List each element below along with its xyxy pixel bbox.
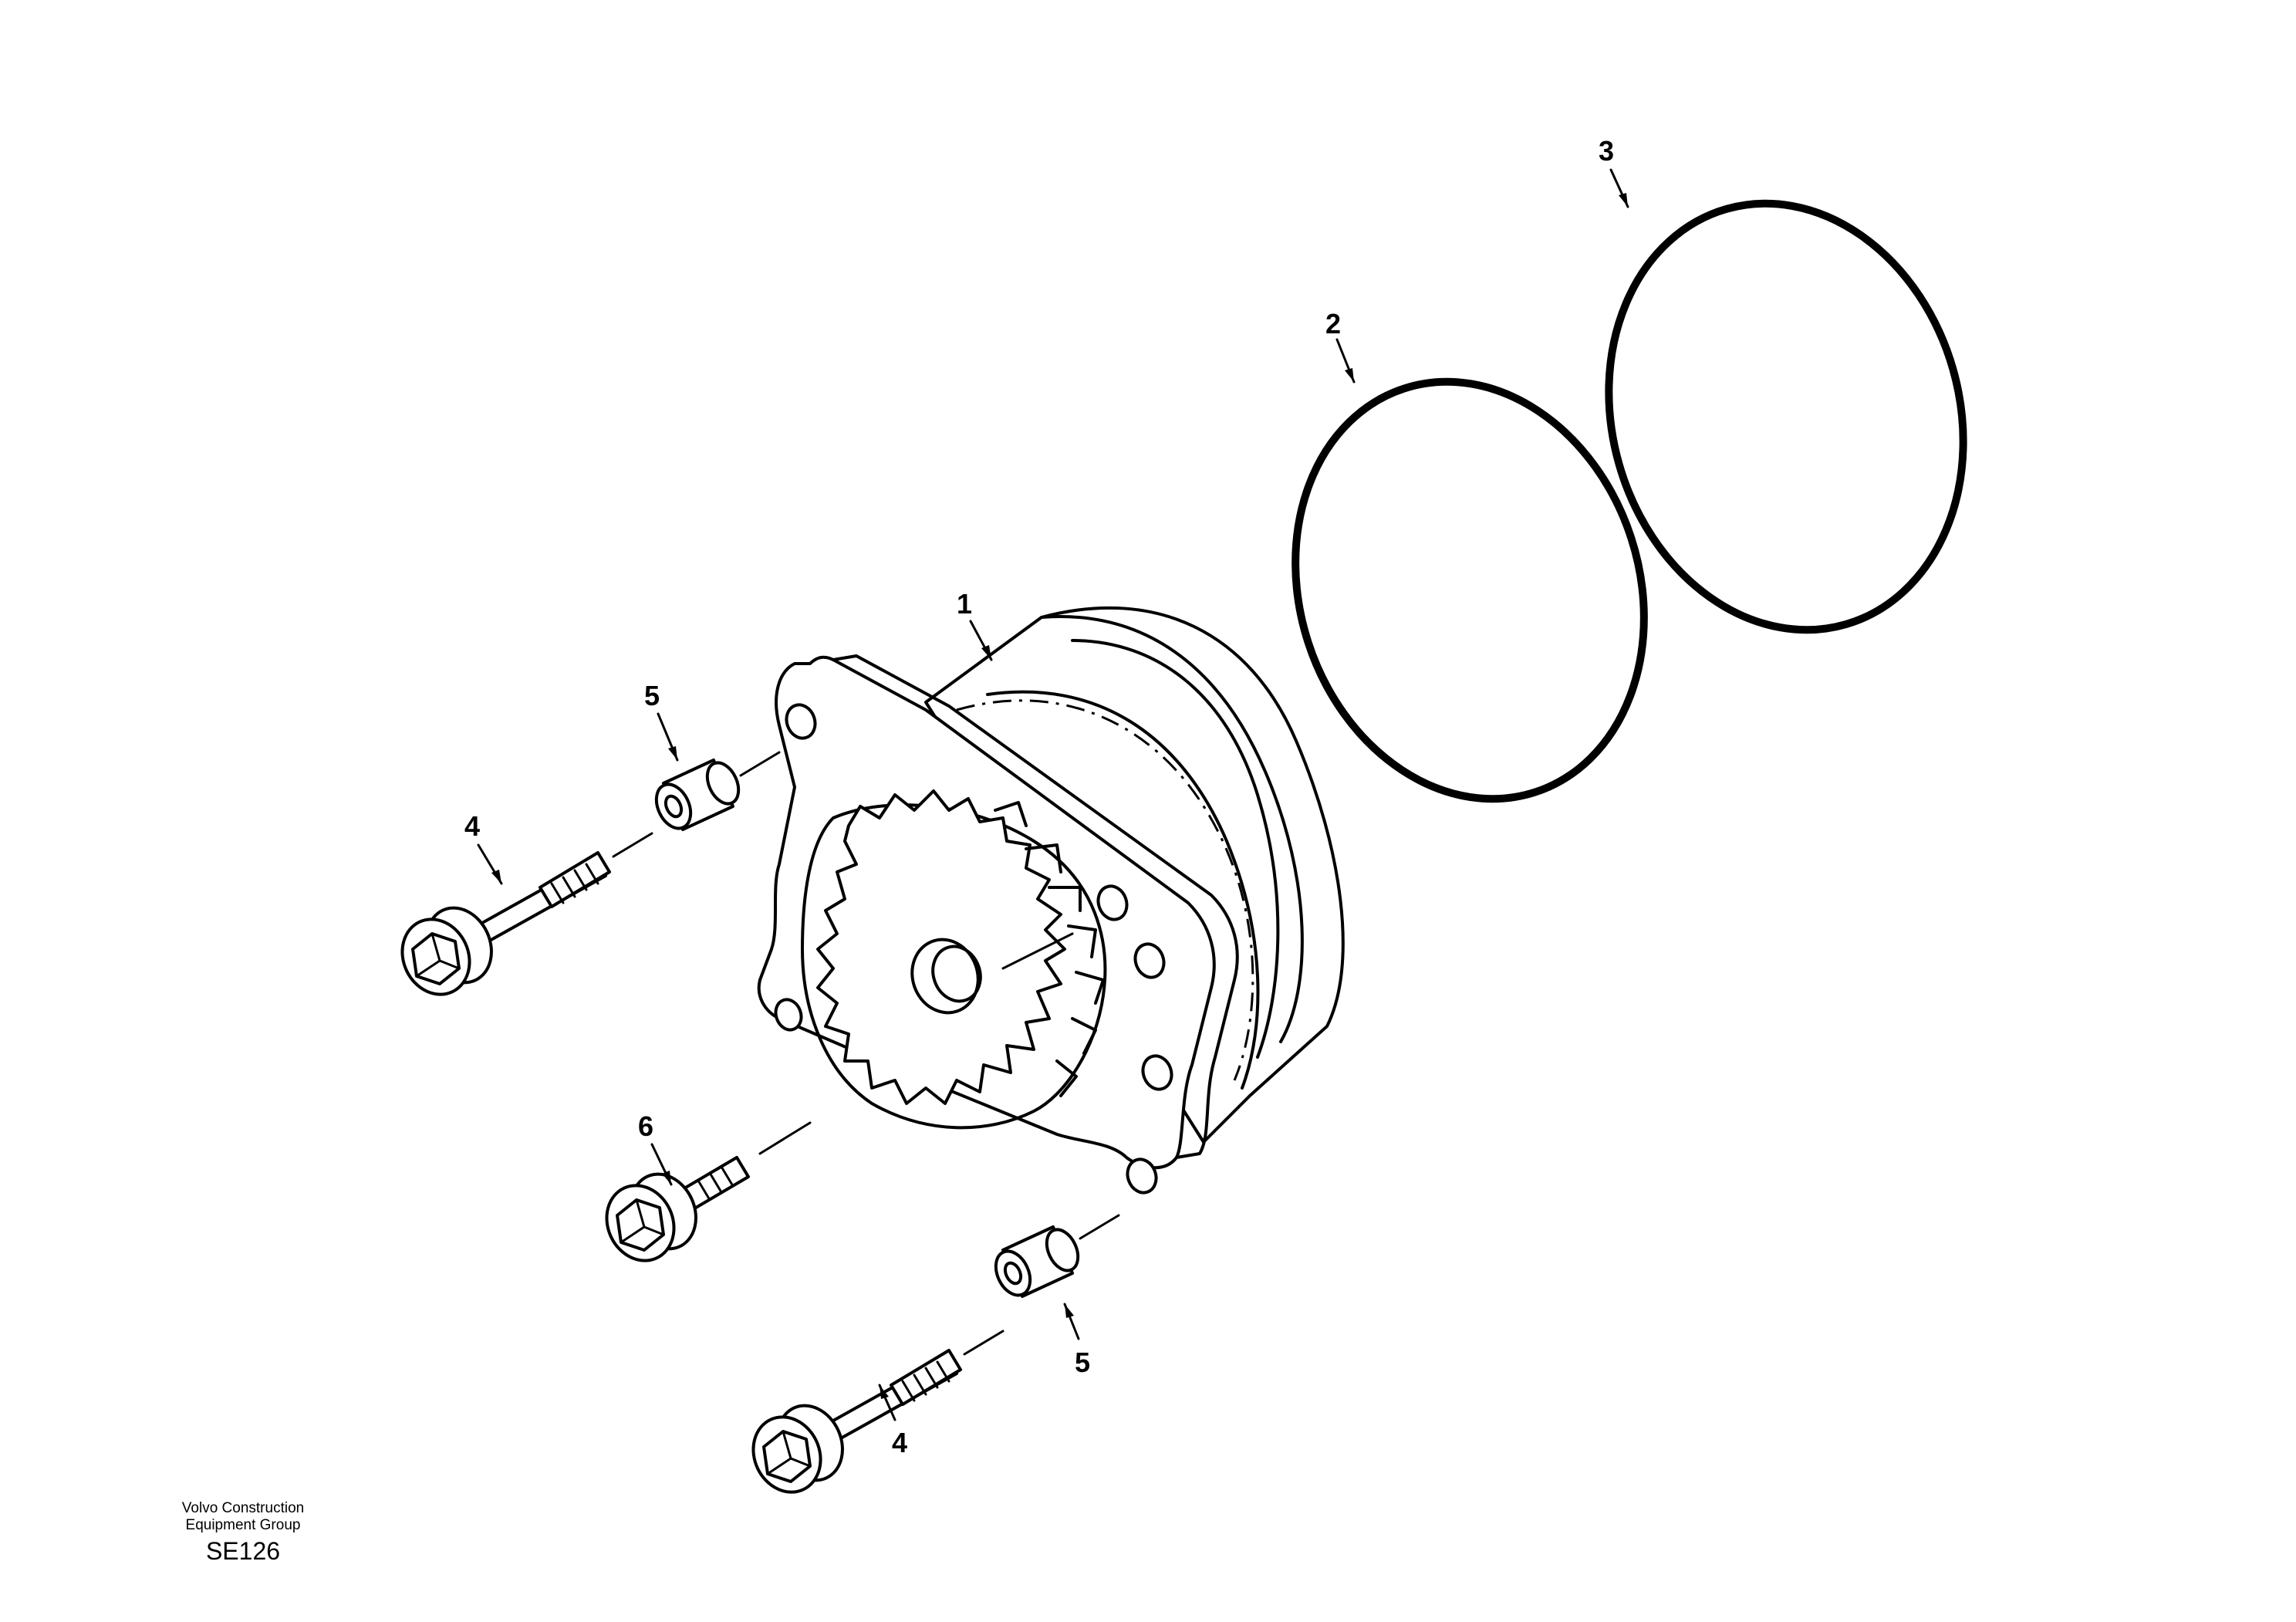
callout-4-lower: 4: [892, 1427, 907, 1458]
centerline: [1079, 1214, 1120, 1240]
centerline: [739, 751, 781, 777]
flange-bolt-short: [605, 1156, 750, 1262]
flange-bolt-lower: [751, 1349, 962, 1494]
centerline: [758, 1121, 812, 1155]
centerline: [963, 1330, 1004, 1356]
centerline: [612, 832, 653, 858]
o-ring-small: [1292, 377, 1648, 803]
company-name-line2: Equipment Group: [185, 1517, 301, 1533]
dowel-sleeve-lower: [994, 1225, 1080, 1298]
callout-6: 6: [638, 1110, 653, 1142]
drawing-code: SE126: [205, 1537, 281, 1565]
oil-pump-housing: [757, 606, 1345, 1195]
callout-3: 3: [1599, 135, 1614, 167]
callout-5-lower: 5: [1075, 1347, 1090, 1378]
callout-5-upper: 5: [644, 680, 660, 711]
callout-2: 2: [1325, 308, 1341, 340]
flange-bolt-upper: [400, 851, 611, 996]
footer-block: Volvo Construction Equipment Group SE126: [131, 1500, 355, 1566]
o-ring-large: [1605, 199, 1967, 634]
leader-lines: [477, 168, 1629, 1421]
dowel-sleeve-upper: [654, 759, 741, 831]
callout-4-upper: 4: [464, 810, 480, 842]
company-name-line1: Volvo Construction: [181, 1500, 305, 1516]
callout-1: 1: [957, 588, 972, 620]
